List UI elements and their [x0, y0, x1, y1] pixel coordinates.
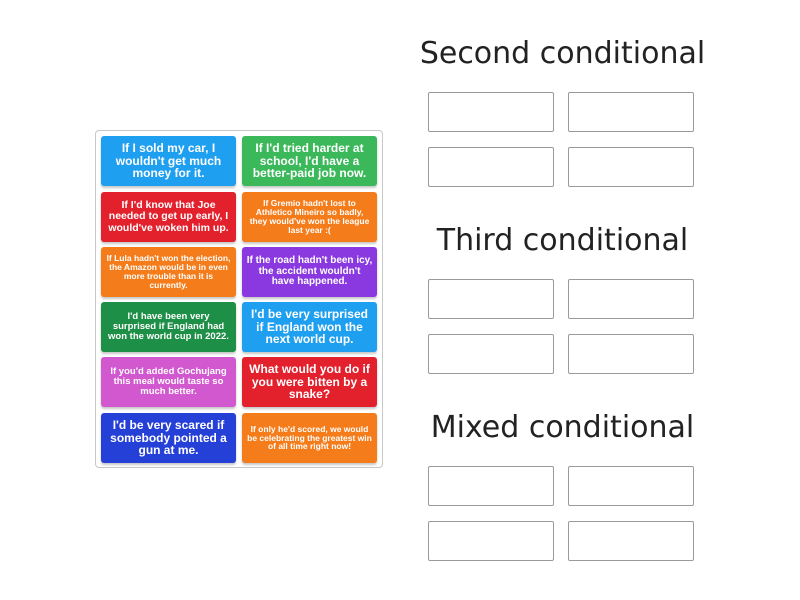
group-title-third-conditional: Third conditional — [436, 223, 689, 258]
draggable-card[interactable]: If I sold my car, I wouldn't get much mo… — [101, 136, 236, 186]
drop-slot-mixed-2[interactable] — [568, 466, 694, 506]
group-title-mixed-conditional: Mixed conditional — [430, 410, 695, 445]
drop-slot-third-2[interactable] — [568, 279, 694, 319]
draggable-card[interactable]: If you'd added Gochujang this meal would… — [101, 357, 236, 407]
draggable-card[interactable]: If Lula hadn't won the election, the Ama… — [101, 247, 236, 297]
draggable-card[interactable]: What would you do if you were bitten by … — [242, 357, 377, 407]
drop-slot-mixed-4[interactable] — [568, 521, 694, 561]
draggable-card[interactable]: I'd be very scared if somebody pointed a… — [101, 413, 236, 463]
draggable-card[interactable]: I'd be very surprised if England won the… — [242, 302, 377, 352]
draggable-card[interactable]: I'd have been very surprised if England … — [101, 302, 236, 352]
drop-slot-second-2[interactable] — [568, 92, 694, 132]
drop-slot-second-1[interactable] — [428, 92, 554, 132]
group-title-second-conditional: Second conditional — [419, 36, 706, 71]
drop-slot-third-1[interactable] — [428, 279, 554, 319]
draggable-card[interactable]: If Gremio hadn't lost to Athletico Minei… — [242, 192, 377, 242]
draggable-card[interactable]: If I'd tried harder at school, I'd have … — [242, 136, 377, 186]
draggable-card[interactable]: If I'd know that Joe needed to get up ea… — [101, 192, 236, 242]
drop-slot-mixed-1[interactable] — [428, 466, 554, 506]
draggable-card[interactable]: If only he'd scored, we would be celebra… — [242, 413, 377, 463]
drop-slot-second-3[interactable] — [428, 147, 554, 187]
drop-slot-mixed-3[interactable] — [428, 521, 554, 561]
drop-slot-third-3[interactable] — [428, 334, 554, 374]
drop-slot-third-4[interactable] — [568, 334, 694, 374]
draggable-card[interactable]: If the road hadn't been icy, the acciden… — [242, 247, 377, 297]
drop-slot-second-4[interactable] — [568, 147, 694, 187]
card-pool: If I sold my car, I wouldn't get much mo… — [95, 130, 383, 468]
